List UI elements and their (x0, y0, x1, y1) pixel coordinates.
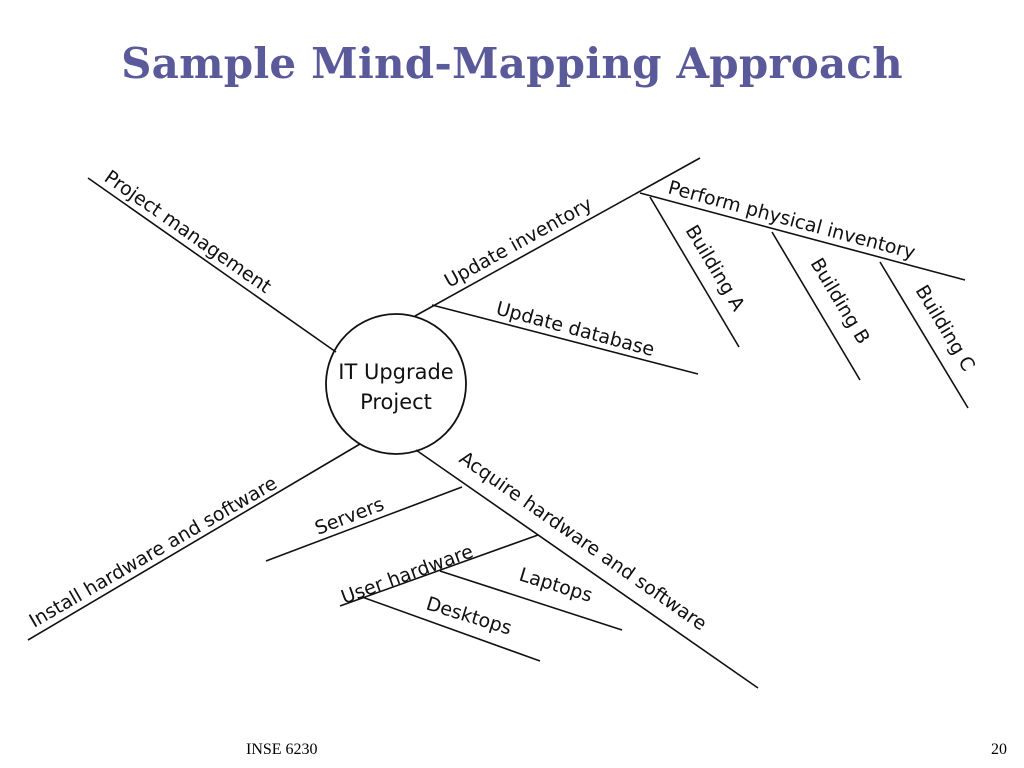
branch-label-building-a: Building A (681, 221, 749, 315)
branch-line-update-inventory (414, 157, 701, 317)
branch-line-perform-physical-inventory (639, 192, 966, 281)
footer-course-code: INSE 6230 (246, 741, 318, 758)
branch-label-acquire-hardware-and-software: Acquire hardware and software (455, 447, 711, 635)
branch-line-laptops (439, 570, 623, 631)
branch-line-update-database (431, 304, 699, 375)
branch-line-project-management (87, 177, 337, 353)
branch-label-servers: Servers (312, 493, 387, 539)
branch-label-project-management: Project management (100, 166, 275, 298)
center-label-line2: Project (360, 390, 432, 414)
branch-line-building-c (879, 261, 969, 409)
branch-label-install-hardware-and-software: Install hardware and software (26, 472, 281, 632)
branch-label-building-c: Building C (911, 281, 980, 375)
center-label-line1: IT Upgrade (338, 360, 453, 384)
branch-line-building-b (771, 231, 861, 381)
branch-label-update-database: Update database (494, 298, 657, 361)
branch-label-desktops: Desktops (424, 593, 515, 640)
slide-title: Sample Mind-Mapping Approach (121, 39, 903, 88)
branch-label-user-hardware: User hardware (338, 541, 476, 609)
branch-line-acquire-hardware-and-software (415, 449, 759, 689)
branch-line-install-hardware-and-software (27, 443, 361, 641)
branch-line-desktops (361, 596, 541, 662)
branch-label-update-inventory: Update inventory (441, 193, 596, 292)
branch-line-user-hardware (339, 534, 539, 607)
branch-line-servers (265, 486, 463, 562)
branch-line-building-a (649, 196, 740, 348)
center-node (325, 313, 467, 455)
branch-label-building-b: Building B (806, 254, 874, 348)
page-number: 20 (991, 741, 1007, 758)
